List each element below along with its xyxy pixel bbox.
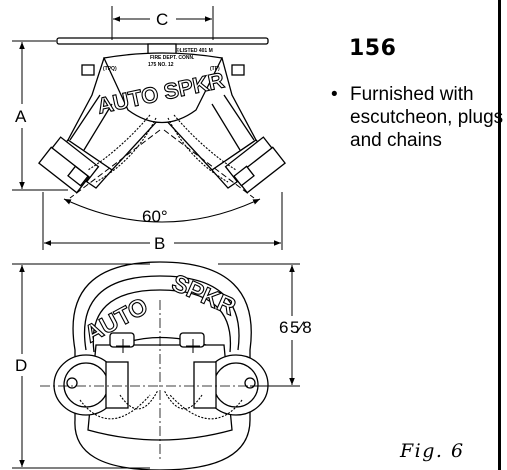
center-lines — [40, 300, 280, 462]
angle-label: 60° — [142, 207, 168, 226]
feature-text: Furnished with escutcheon, plugs and cha… — [350, 84, 504, 151]
dimension-a — [12, 40, 68, 191]
right-plug-cap — [193, 354, 269, 416]
chains-side — [87, 114, 237, 183]
dimension-height-fraction: 5⁄8 — [290, 318, 312, 337]
angle-arc — [63, 129, 261, 223]
dimension-d-label: D — [15, 356, 27, 375]
dimension-height-whole: 6 — [279, 318, 288, 337]
bullet-icon: • — [331, 84, 338, 105]
left-plug-cap — [53, 354, 129, 416]
chains-front — [79, 389, 243, 420]
dimension-b-label: B — [154, 234, 165, 253]
front-view — [53, 261, 269, 470]
figure-label: Fig. 6 — [400, 440, 465, 462]
dimension-b — [42, 192, 283, 250]
feature-list: • Furnished with escutcheon, plugs and c… — [330, 83, 507, 152]
dimension-a-label: A — [15, 107, 27, 126]
dimension-c — [111, 6, 214, 40]
plate-text-line1: ©LISTED 401 M — [176, 47, 213, 54]
escutcheon-plate — [56, 37, 269, 45]
plate-mark-left: (TPQ) — [103, 66, 117, 72]
dimension-height — [218, 263, 300, 387]
dimension-c-label: C — [156, 10, 168, 29]
center-marks — [116, 339, 200, 353]
dimension-d — [12, 263, 150, 469]
side-view — [38, 37, 286, 194]
feature-item: • Furnished with escutcheon, plugs and c… — [330, 83, 507, 152]
plate-text-line2: FIRE DEPT. CONN. — [150, 55, 195, 61]
vertical-rule — [498, 0, 501, 470]
plate-text-line3: 175 NO. 12 — [148, 62, 174, 68]
model-number: 156 — [349, 36, 397, 61]
plate-mark-right: (TP) — [210, 66, 220, 72]
